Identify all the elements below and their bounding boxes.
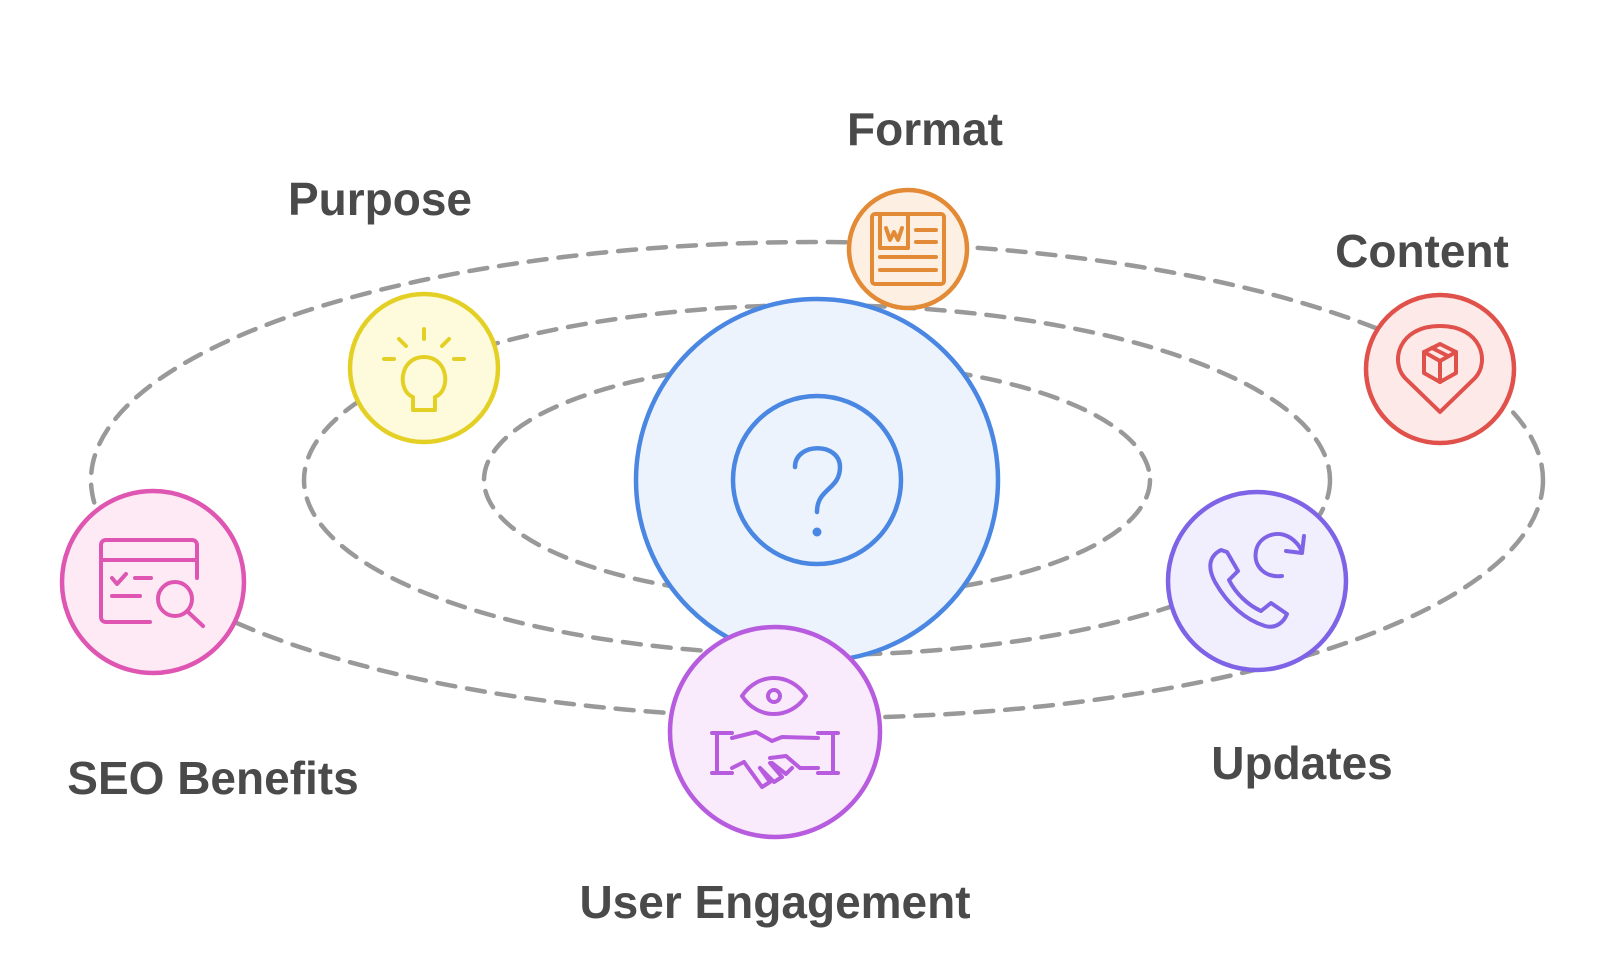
eye-handshake-icon — [710, 676, 840, 789]
user-engagement-circle — [667, 624, 883, 840]
updates-circle — [1165, 489, 1349, 673]
phone-refresh-icon — [1208, 531, 1306, 629]
newspaper-icon — [870, 212, 946, 286]
format-label: Format — [847, 103, 1003, 155]
node-purpose: Purpose — [288, 173, 501, 445]
purpose-label: Purpose — [288, 173, 472, 225]
node-user-engagement: User Engagement — [579, 624, 971, 928]
center-outer-circle — [633, 296, 1001, 664]
outer-orbit — [88, 239, 1546, 721]
node-seo-benefits: SEO Benefits — [59, 488, 359, 804]
box-location-icon — [1396, 324, 1484, 414]
node-updates: Updates — [1165, 489, 1393, 789]
center-node — [633, 296, 1001, 664]
user-engagement-label: User Engagement — [579, 876, 970, 928]
node-format: Format — [846, 103, 1003, 311]
lightbulb-icon — [382, 327, 466, 412]
seo-benefits-label: SEO Benefits — [67, 752, 358, 804]
question-mark-icon — [792, 446, 843, 537]
content-label: Content — [1335, 225, 1509, 277]
seo-benefits-circle — [59, 488, 247, 676]
updates-label: Updates — [1211, 737, 1392, 789]
purpose-circle — [347, 291, 501, 445]
node-content: Content — [1335, 225, 1517, 446]
browser-search-icon — [99, 538, 205, 628]
center-inner-circle — [730, 393, 904, 567]
